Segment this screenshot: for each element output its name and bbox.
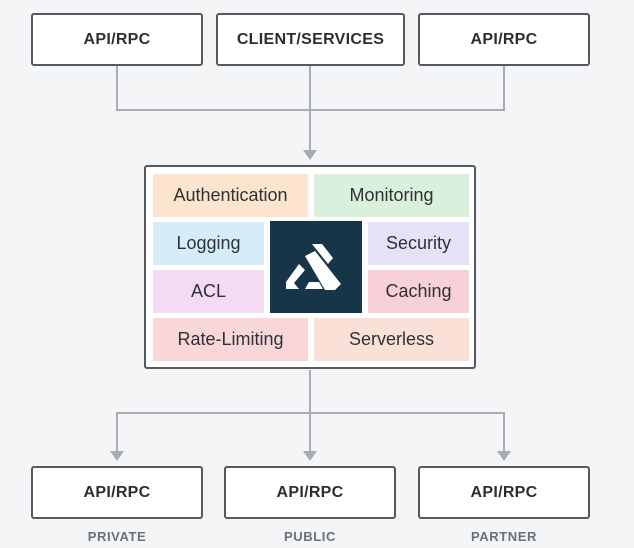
- top-left-api-box: API/RPC: [31, 13, 203, 66]
- arrowhead-to-public: [303, 451, 317, 461]
- plugin-serverless: Serverless: [314, 318, 469, 361]
- caption-partner: PARTNER: [470, 529, 538, 544]
- plugin-monitoring: Monitoring: [314, 174, 469, 217]
- top-right-api-box: API/RPC: [418, 13, 590, 66]
- arrowhead-to-partner: [497, 451, 511, 461]
- plugin-caching: Caching: [368, 270, 469, 313]
- kong-logo-icon: [270, 221, 362, 313]
- arrowhead-to-gateway: [303, 150, 317, 160]
- arrowhead-to-private: [110, 451, 124, 461]
- client-services-box: CLIENT/SERVICES: [216, 13, 405, 66]
- partner-api-box: API/RPC: [418, 466, 590, 519]
- plugin-security: Security: [368, 222, 469, 265]
- plugin-acl: ACL: [153, 270, 264, 313]
- public-api-box: API/RPC: [224, 466, 396, 519]
- plugin-rate-limiting: Rate-Limiting: [153, 318, 308, 361]
- plugin-authentication: Authentication: [153, 174, 308, 217]
- api-gateway-box: Authentication Monitoring Logging Securi…: [144, 165, 476, 369]
- plugin-logging: Logging: [153, 222, 264, 265]
- caption-public: PUBLIC: [284, 529, 336, 544]
- private-api-box: API/RPC: [31, 466, 203, 519]
- caption-private: PRIVATE: [87, 529, 147, 544]
